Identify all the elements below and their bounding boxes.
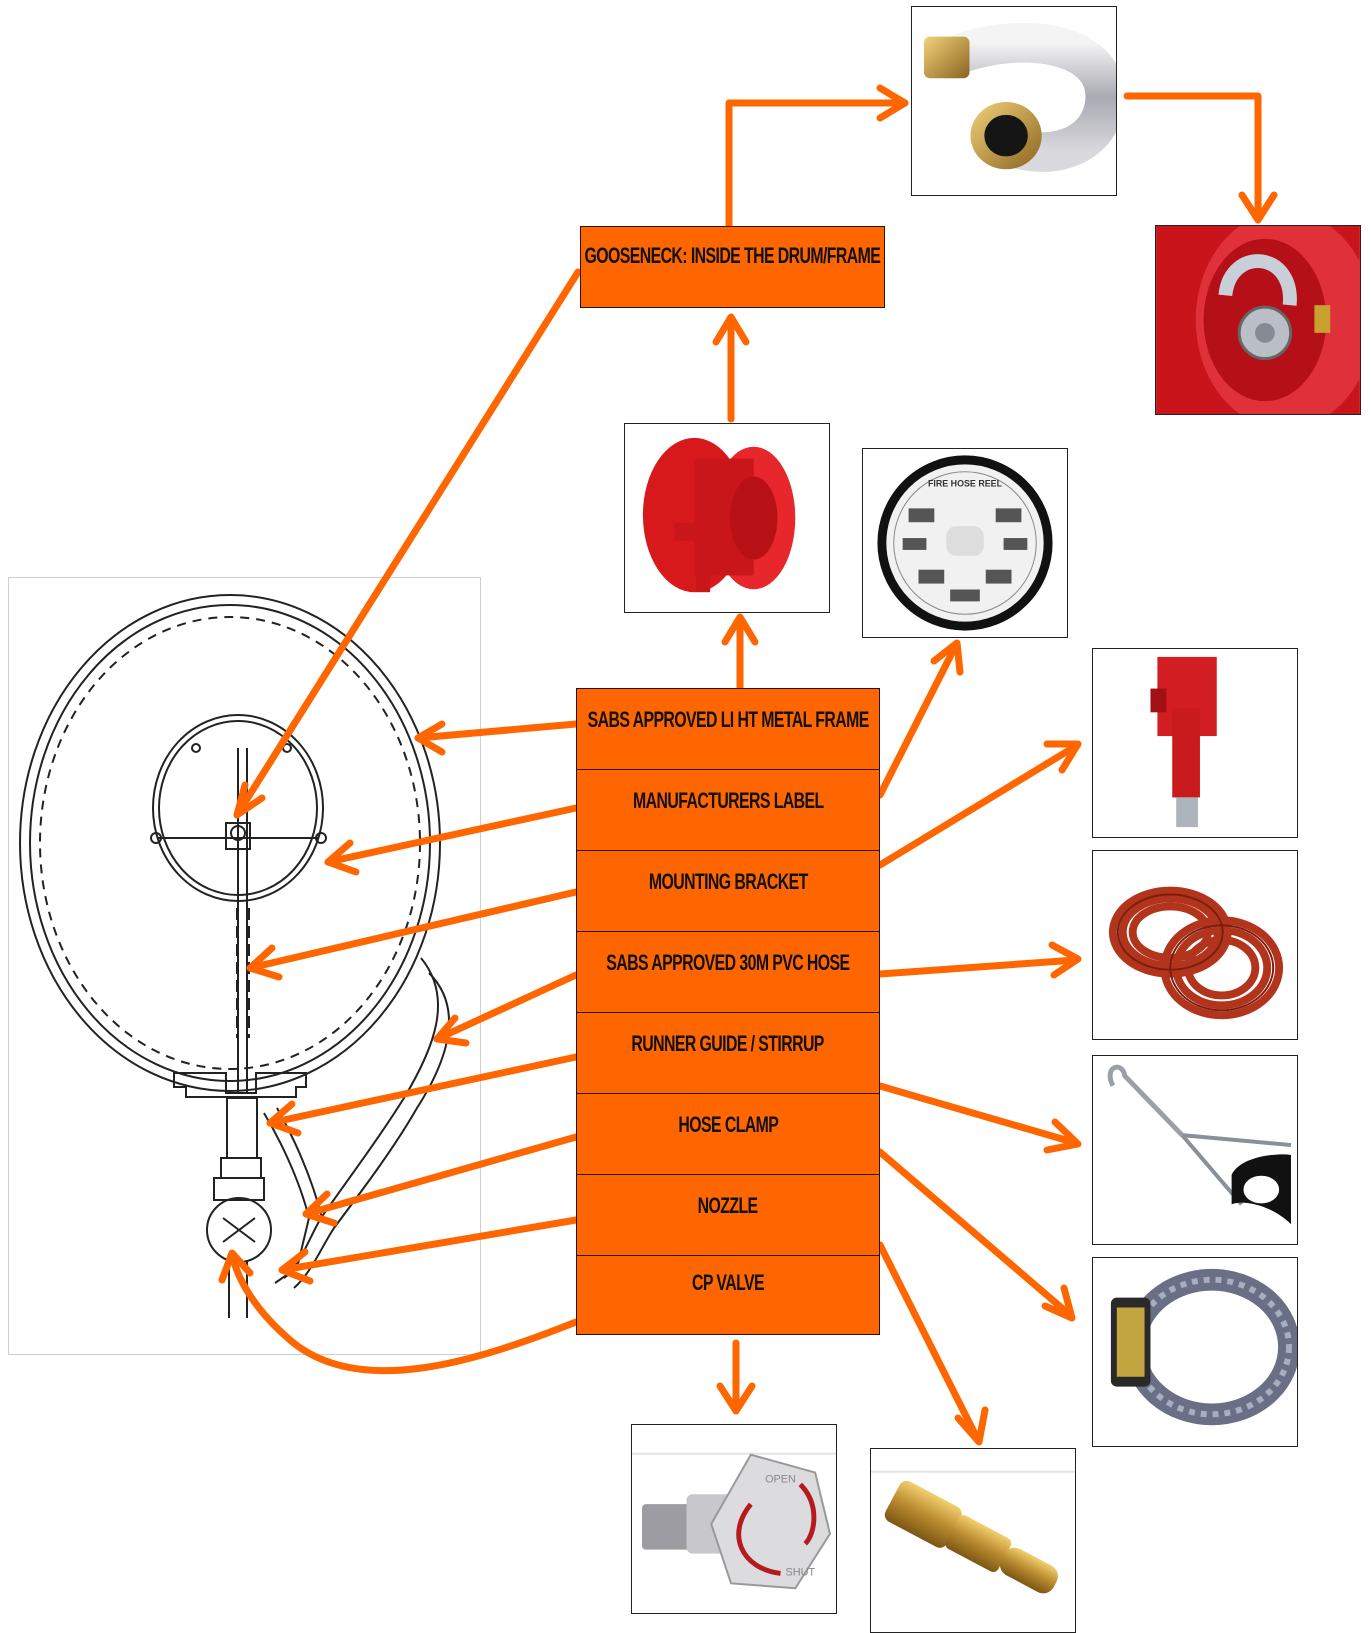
- manufacturers-label-photo: FIRE HOSE REEL: [862, 448, 1068, 638]
- runner-guide-photo-icon: [1107, 1064, 1292, 1225]
- cp-valve-label: CP VALVE: [576, 1255, 880, 1335]
- gooseneck-photo: [911, 6, 1117, 196]
- runner-guide-text: RUNNER GUIDE / STIRRUP: [631, 1031, 825, 1056]
- manufacturers-label-photo-icon: FIRE HOSE REEL: [877, 455, 1053, 631]
- hose-clamp-photo: [1092, 1257, 1298, 1447]
- brass-nozzle-photo-icon: [871, 1470, 1075, 1594]
- gooseneck-label: GOOSENECK: INSIDE THE DRUM/FRAME: [580, 226, 885, 308]
- cp-valve-text: CP VALVE: [692, 1270, 765, 1295]
- mounting-bracket-label: MOUNTING BRACKET: [576, 850, 880, 932]
- hose-label: SABS APPROVED 30M PVC HOSE: [576, 931, 880, 1013]
- component-label-stack: SABS APPROVED LI HT METAL FRAME MANUFACT…: [576, 688, 880, 1335]
- pvc-hose-photo: [1092, 850, 1298, 1040]
- sticker-title: FIRE HOSE REEL: [928, 479, 1003, 489]
- manufacturers-label-text: MANUFACTURERS LABEL: [632, 788, 824, 813]
- mounting-bracket-photo-icon: [1150, 656, 1217, 828]
- gooseneck-label-text: GOOSENECK: INSIDE THE DRUM/FRAME: [584, 243, 881, 268]
- cp-valve-photo-icon: OPEN SHUT: [632, 1452, 836, 1590]
- frame-label-text: SABS APPROVED LI HT METAL FRAME: [587, 707, 869, 732]
- drum-inside-photo-icon: [1156, 226, 1360, 414]
- hose-reel-photo: [624, 423, 830, 613]
- valve-shut-text: SHUT: [785, 1566, 815, 1578]
- hose-reel-drawing-icon: [19, 594, 451, 1318]
- hose-label-text: SABS APPROVED 30M PVC HOSE: [606, 950, 850, 975]
- hose-clamp-photo-icon: [1110, 1268, 1297, 1426]
- cp-valve-photo: OPEN SHUT: [631, 1424, 837, 1614]
- nozzle-text: NOZZLE: [698, 1193, 758, 1218]
- runner-guide-photo: [1092, 1055, 1298, 1245]
- hose-reel-photo-icon: [642, 437, 796, 593]
- gooseneck-pipe-photo-icon: [923, 22, 1116, 172]
- hose-clamp-text: HOSE CLAMP: [678, 1112, 778, 1137]
- mounting-bracket-text: MOUNTING BRACKET: [648, 869, 808, 894]
- frame-label: SABS APPROVED LI HT METAL FRAME: [576, 688, 880, 770]
- runner-guide-label: RUNNER GUIDE / STIRRUP: [576, 1012, 880, 1094]
- hose-clamp-label: HOSE CLAMP: [576, 1093, 880, 1175]
- valve-open-text: OPEN: [765, 1473, 796, 1485]
- manufacturers-label-label: MANUFACTURERS LABEL: [576, 769, 880, 851]
- pvc-hose-coil-photo-icon: [1108, 886, 1284, 1020]
- nozzle-label: NOZZLE: [576, 1174, 880, 1256]
- drum-inside-photo: [1155, 225, 1361, 415]
- nozzle-photo: [870, 1448, 1076, 1633]
- hose-reel-technical-drawing: [8, 577, 481, 1355]
- mounting-bracket-photo: [1092, 648, 1298, 838]
